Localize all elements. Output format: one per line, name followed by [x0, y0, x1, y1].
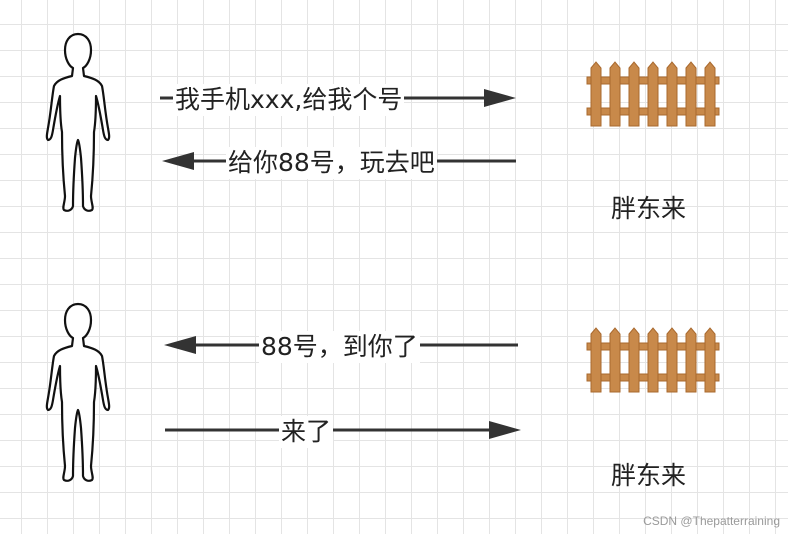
fence-icon — [586, 61, 720, 127]
shop-name-label: 胖东来 — [611, 194, 687, 223]
label-call-number: 88号，到你了 — [259, 331, 420, 363]
person-icon — [45, 302, 111, 482]
fence-icon — [586, 327, 720, 393]
watermark: CSDN @Thepatterraining — [643, 514, 780, 528]
person-icon — [45, 32, 111, 212]
arrow-right-2 — [165, 421, 521, 439]
label-coming: 来了 — [279, 416, 334, 448]
label-assign-number: 给你88号，玩去吧 — [226, 147, 437, 179]
shop-name-label: 胖东来 — [611, 461, 687, 490]
label-request-number: 我手机xxx,给我个号 — [173, 84, 405, 116]
